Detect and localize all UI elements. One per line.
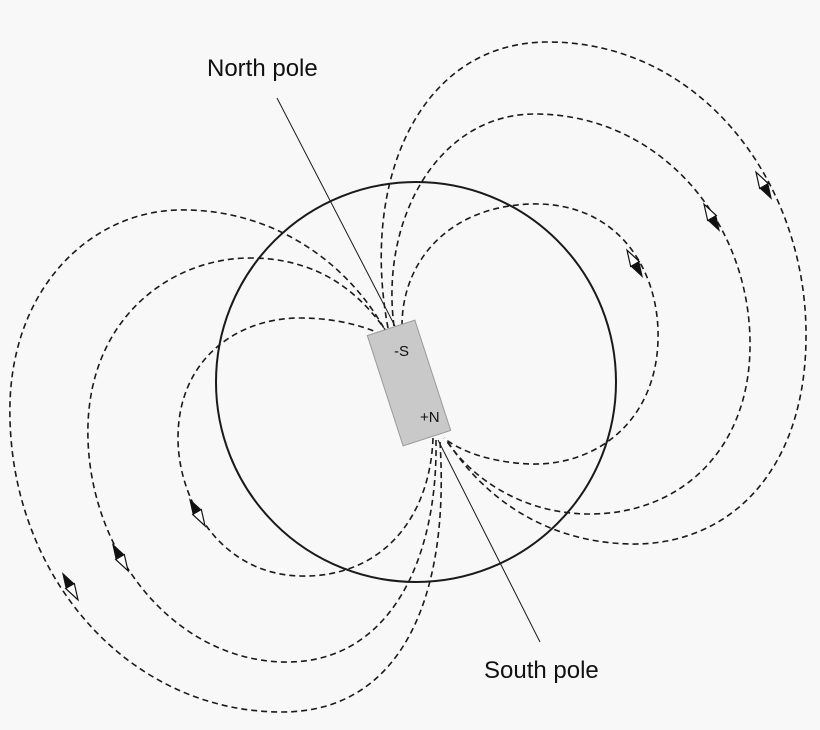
field-line-right-outer xyxy=(380,41,807,545)
bar-magnet xyxy=(366,319,452,447)
compass-needle-icon xyxy=(62,572,80,602)
north-pole-label: North pole xyxy=(207,55,318,82)
earth-circle xyxy=(215,181,617,583)
compass-needle-icon xyxy=(112,543,130,573)
field-line-left-inner xyxy=(177,317,434,577)
south-pole-label: South pole xyxy=(484,657,599,684)
field-line-left-middle xyxy=(87,257,437,663)
compass-needle-icon xyxy=(702,202,720,232)
compass-needle-icon xyxy=(189,498,207,528)
north-pole-pointer xyxy=(276,97,398,331)
south-pole-pointer xyxy=(437,439,541,643)
magnet-body xyxy=(366,319,452,447)
compass-needle-icon xyxy=(754,170,772,200)
magnet-pole-south: -S xyxy=(394,343,409,360)
magnet-pole-north: +N xyxy=(420,409,440,426)
field-line-right-middle xyxy=(391,113,751,515)
compass-needle-icon xyxy=(625,248,643,278)
field-line-left-outer xyxy=(9,209,442,713)
field-line-right-inner xyxy=(401,203,659,465)
